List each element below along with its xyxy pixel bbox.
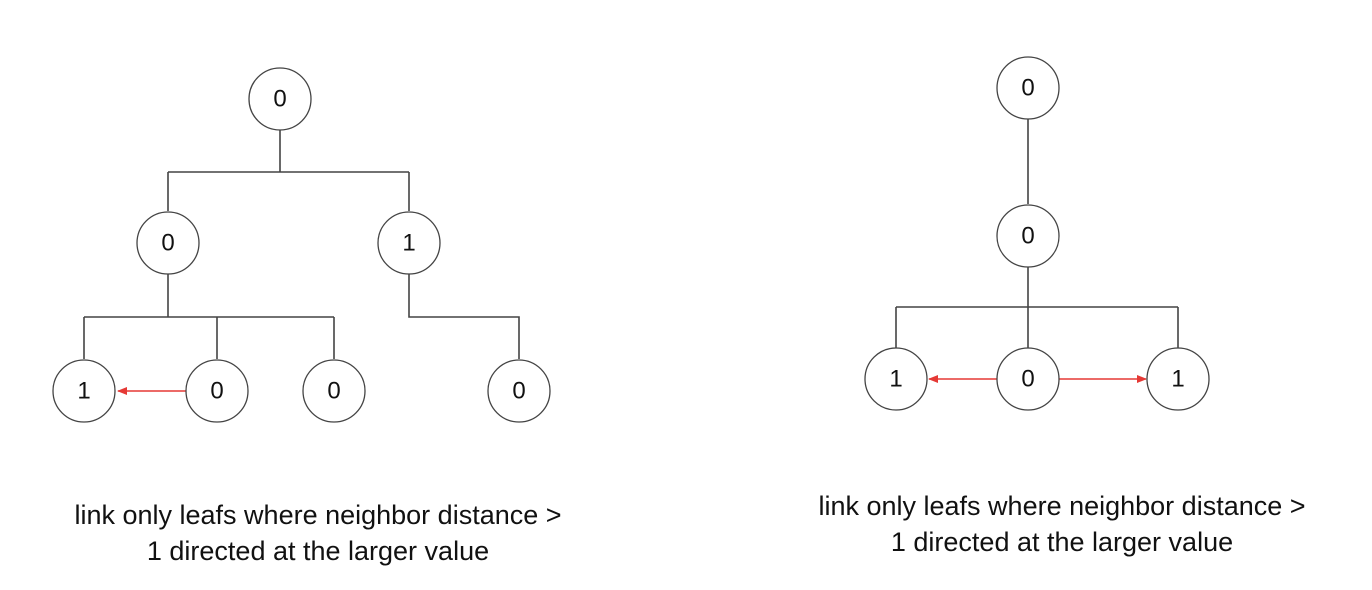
node-value: 1: [402, 230, 415, 257]
caption-line-1: link only leafs where neighbor distance …: [818, 491, 1306, 521]
edge-root-to-children: [167, 130, 410, 211]
caption-line-2: 1 directed at the larger value: [890, 527, 1234, 557]
right-tree: 0 0 1 0 1: [864, 56, 1210, 411]
node-value: 0: [161, 230, 174, 257]
tree-node-root: 0: [996, 56, 1060, 120]
caption-line-1: link only leafs where neighbor distance …: [74, 500, 562, 530]
tree-node-mid: 0: [996, 204, 1060, 268]
tree-node-mid-right: 1: [377, 211, 441, 275]
node-value: 0: [273, 86, 286, 113]
tree-node-leaf-center: 0: [996, 347, 1060, 411]
tree-node-root: 0: [248, 67, 312, 131]
tree-node-mid-left: 0: [136, 211, 200, 275]
node-value: 1: [889, 366, 902, 393]
right-caption: link only leafs where neighbor distance …: [762, 488, 1362, 560]
left-caption: link only leafs where neighbor distance …: [18, 497, 618, 569]
node-value: 0: [512, 378, 525, 405]
node-value: 1: [1171, 366, 1184, 393]
edge-mid-right-to-leaf: [408, 274, 520, 359]
tree-node-leaf-3: 0: [302, 359, 366, 423]
tree-node-leaf-2: 0: [185, 359, 249, 423]
node-value: 1: [77, 378, 90, 405]
caption-line-2: 1 directed at the larger value: [146, 536, 490, 566]
left-tree: 0 0 1 1 0 0 0: [52, 67, 551, 423]
tree-node-leaf-right: 1: [1146, 347, 1210, 411]
tree-node-leaf-left: 1: [864, 347, 928, 411]
node-value: 0: [1021, 223, 1034, 250]
edge-mid-left-to-leaves: [83, 274, 335, 359]
node-value: 0: [1021, 75, 1034, 102]
tree-node-leaf-4: 0: [487, 359, 551, 423]
node-value: 0: [1021, 366, 1034, 393]
node-value: 0: [210, 378, 223, 405]
node-value: 0: [327, 378, 340, 405]
edge-mid-to-leaves: [895, 267, 1179, 348]
tree-node-leaf-1: 1: [52, 359, 116, 423]
